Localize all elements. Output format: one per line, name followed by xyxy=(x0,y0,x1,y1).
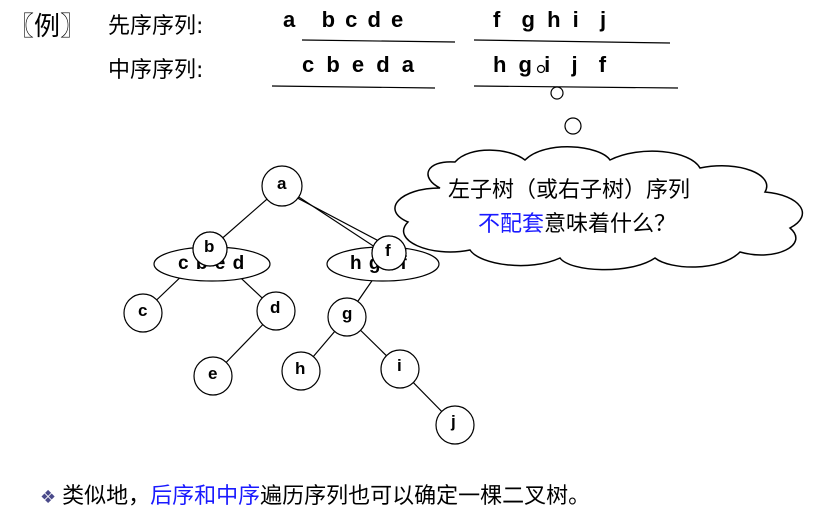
tree-node-j xyxy=(435,405,475,445)
node-label-f: f xyxy=(385,241,391,260)
bullet-prefix: 类似地， xyxy=(62,484,151,509)
tree-node-e xyxy=(193,356,233,396)
inorder-label: 中序序列: xyxy=(108,58,204,83)
tree-node-i xyxy=(380,349,420,389)
cloud-line-1: 左子树（或右子树）序列 xyxy=(448,178,691,203)
bullet-suffix: 遍历序列也可以确定一棵二叉树。 xyxy=(260,484,591,509)
thought-cloud xyxy=(394,146,803,271)
node-label-c: c xyxy=(138,301,148,320)
node-label-d: d xyxy=(270,298,281,317)
thought-bubble-small xyxy=(536,64,546,74)
tree-node-h xyxy=(281,351,321,391)
preorder-right-underline xyxy=(473,39,671,44)
cloud-highlight: 不配套 xyxy=(478,212,545,237)
preorder-right-sequence: f g h i j xyxy=(493,7,610,32)
thought-bubble-large xyxy=(564,117,582,135)
tree-node-c xyxy=(123,293,163,333)
tree-node-a xyxy=(261,165,303,207)
node-label-h: h xyxy=(295,359,306,378)
inorder-left-underline xyxy=(271,85,436,89)
node-label-g: g xyxy=(342,304,353,323)
node-label-a: a xyxy=(277,174,287,193)
bullet-highlight: 后序和中序 xyxy=(150,484,261,509)
bullet-line: ❖类似地，后序和中序遍历序列也可以确定一棵二叉树。 xyxy=(40,478,590,510)
tree-node-d xyxy=(256,291,296,331)
inorder-left-sequence: c b e d a xyxy=(302,52,418,77)
preorder-label: 先序序列: xyxy=(108,14,204,39)
diamond-bullet-icon: ❖ xyxy=(40,487,57,508)
preorder-left-underline xyxy=(301,39,456,43)
preorder-left-sequence: a b c d e xyxy=(283,7,406,32)
node-label-i: i xyxy=(397,356,402,375)
node-label-j: j xyxy=(451,412,456,431)
example-label: 〖例〗 xyxy=(8,12,87,42)
node-label-b: b xyxy=(204,237,215,256)
tree-node-g xyxy=(327,297,367,337)
thought-bubble-medium xyxy=(550,86,564,100)
node-label-e: e xyxy=(208,364,218,383)
inorder-right-underline xyxy=(473,85,679,89)
cloud-rest: 意味着什么？ xyxy=(544,212,677,237)
inorder-right-sequence: h g i j f xyxy=(493,52,610,77)
cloud-line-2: 不配套意味着什么？ xyxy=(478,206,676,238)
